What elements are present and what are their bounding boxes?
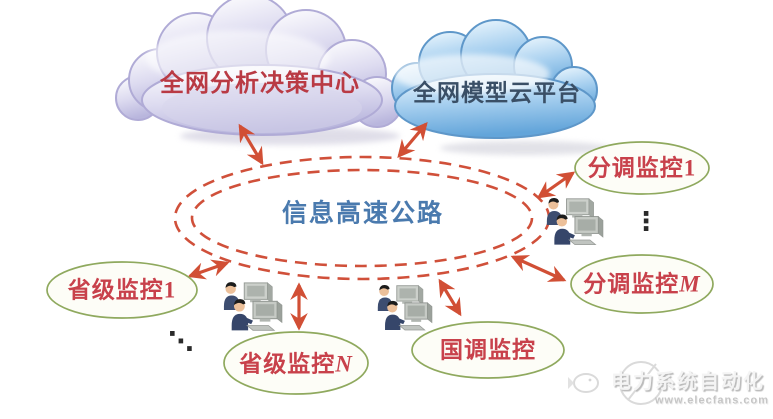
cloud-analysis-center [115, 0, 403, 145]
node-shengji1-suffix: 1 [163, 277, 177, 303]
arrow-hub-guodiao [438, 278, 462, 317]
node-shengji1-text: 省级监控 [67, 277, 164, 303]
hub-label: 信息高速公路 [281, 200, 445, 228]
node-fendiao1-label: 分调监控1 [588, 157, 697, 180]
node-shengji1-label: 省级监控1 [68, 279, 177, 302]
node-fendiaoM-text: 分调监控 [583, 271, 680, 297]
arrow-analysis-hub [238, 123, 264, 166]
arrow-hub-fendiao1 [536, 171, 576, 199]
operator-workstation-icon [223, 281, 283, 331]
cloud-model-platform [391, 19, 610, 155]
operator-workstation-icon [377, 284, 433, 331]
node-guodiao [411, 321, 565, 379]
ellipsis-vertical: ⋮ [633, 207, 659, 237]
arrow-model-hub [397, 121, 428, 159]
node-fendiaoM-suffix: M [679, 271, 701, 297]
cloud-model-label: 全网模型云平台 [413, 80, 581, 106]
node-ellipses [46, 141, 714, 395]
connection-arrows [187, 121, 576, 331]
ellipsis-diagonal: ⋱ [168, 327, 194, 357]
node-guodiao-text: 国调监控 [440, 337, 536, 363]
node-fendiaoM-label: 分调监控M [583, 273, 700, 296]
node-fendiao1-suffix: 1 [683, 155, 697, 181]
arrow-hub-shengji1 [187, 259, 230, 280]
operator-workstation-icon [546, 197, 604, 246]
node-fendiaoM [570, 254, 714, 314]
arrow-hub-fendiaoM [510, 255, 567, 282]
node-shengji1 [46, 261, 198, 319]
watermark-logos [568, 361, 663, 405]
watermark-url: www.elecfans.com [654, 394, 770, 407]
node-fendiao1 [574, 141, 710, 195]
node-fendiao1-text: 分调监控 [587, 155, 684, 181]
watermark-brand: 电力系统自动化 [611, 371, 765, 393]
fish-icon [568, 373, 599, 393]
cloud-analysis-label: 全网分析决策中心 [160, 71, 360, 97]
node-guodiao-label: 国调监控 [440, 339, 536, 362]
node-shengjiN-label: 省级监控N [239, 353, 353, 376]
node-shengjiN [223, 331, 369, 395]
node-shengjiN-text: 省级监控 [239, 351, 336, 377]
record-logo-icon [619, 361, 663, 405]
node-shengjiN-suffix: N [335, 351, 353, 377]
